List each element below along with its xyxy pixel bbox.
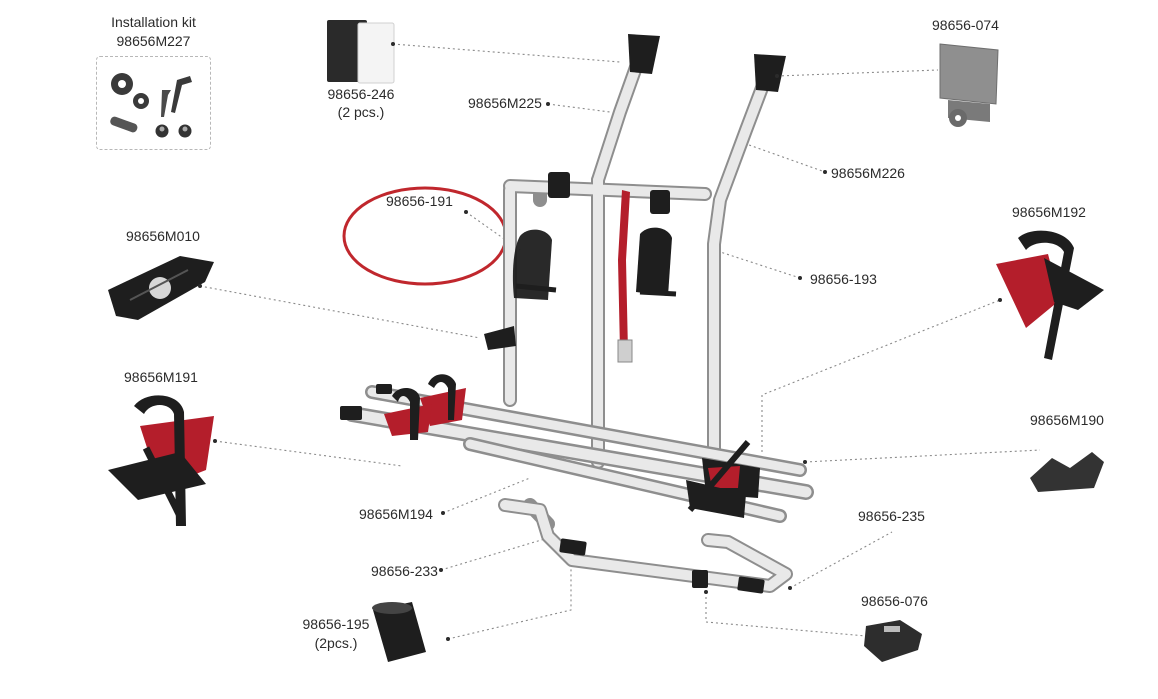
installation-kit-box <box>96 56 211 150</box>
label-98656-246-qty: (2 pcs.) <box>337 104 385 120</box>
label-98656M190: 98656M190 <box>1030 412 1104 428</box>
part-98656M010-image <box>108 256 214 320</box>
label-98656-233: 98656-233 <box>371 563 438 579</box>
label-98656M225: 98656M225 <box>468 95 542 111</box>
label-98656-195: 98656-195 <box>302 616 370 632</box>
part-98656-246-image <box>327 20 395 84</box>
label-98656M194: 98656M194 <box>359 506 433 522</box>
label-98656M191: 98656M191 <box>124 369 198 385</box>
chain-link-icon <box>110 116 138 133</box>
label-98656M226: 98656M226 <box>831 165 905 181</box>
part-98656-074-image <box>939 43 999 127</box>
kit-title: Installation kit <box>111 14 196 30</box>
label-98656M192: 98656M192 <box>1012 204 1086 220</box>
label-98656-193: 98656-193 <box>810 271 877 287</box>
label-98656-074: 98656-074 <box>932 17 999 33</box>
label-98656-246: 98656-246 <box>327 86 395 102</box>
kit-part-number: 98656M227 <box>116 33 191 49</box>
label-98656-076: 98656-076 <box>861 593 928 609</box>
screw-icon <box>161 90 171 117</box>
label-98656-235: 98656-235 <box>858 508 925 524</box>
label-98656-191: 98656-191 <box>386 193 453 209</box>
part-98656-076-image <box>864 620 922 662</box>
screw-icon <box>171 76 192 113</box>
leader-dots <box>198 42 1002 641</box>
part-98656-195-image <box>372 602 426 662</box>
bike-rack-frame <box>340 34 814 594</box>
part-98656M192-image <box>996 230 1104 360</box>
part-98656M190-image <box>1030 452 1104 492</box>
installation-kit-icons <box>110 73 192 138</box>
label-98656M010: 98656M010 <box>126 228 200 244</box>
label-98656-195-qty: (2pcs.) <box>314 635 358 651</box>
part-98656M191-image <box>108 395 214 526</box>
